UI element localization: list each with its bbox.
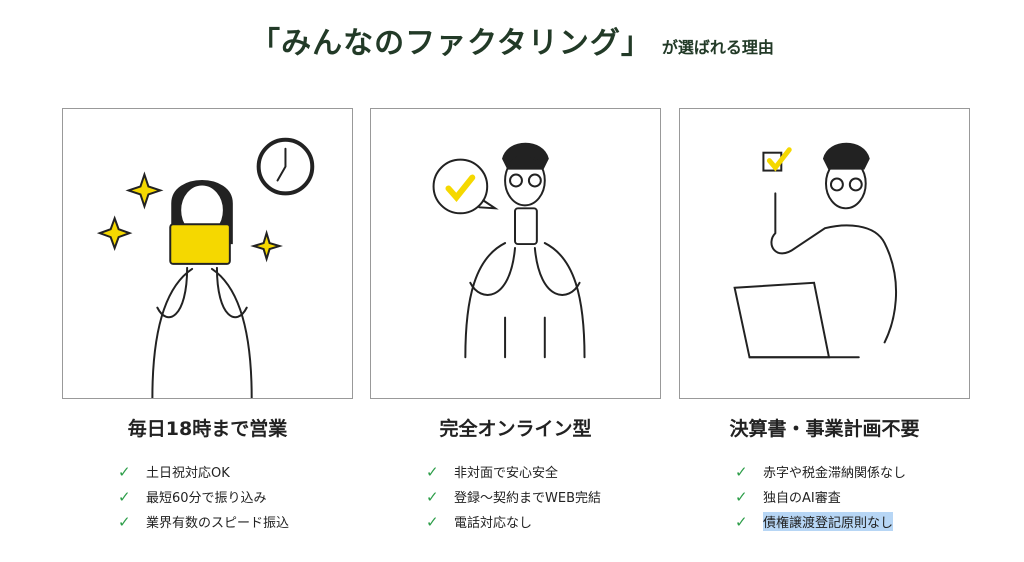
feature-online: 完全オンライン型 ✓非対面で安心安全 ✓登録～契約までWEB完結 ✓電話対応なし bbox=[370, 414, 661, 534]
feature-title: 毎日18時まで営業 bbox=[127, 418, 288, 440]
check-icon: ✓ bbox=[118, 487, 131, 506]
check-icon: ✓ bbox=[118, 462, 131, 481]
smartphone-icon bbox=[514, 207, 538, 246]
list-item: ✓非対面で安心安全 bbox=[426, 462, 559, 482]
list-item: ✓土日祝対応OK bbox=[118, 462, 230, 482]
laptop-icon bbox=[733, 281, 860, 359]
page-heading: 「みんなのファクタリング」が選ばれる理由 bbox=[0, 18, 1024, 62]
clock-icon bbox=[256, 137, 315, 196]
feature-title: 決算書・事業計画不要 bbox=[729, 418, 920, 440]
list-item: ✓最短60分で振り込み bbox=[118, 487, 267, 507]
heading-title: 「みんなのファクタリング」 bbox=[250, 26, 652, 61]
list-item: ✓赤字や税金滞納関係なし bbox=[735, 462, 907, 482]
illustration-business-hours bbox=[62, 108, 353, 399]
list-item: ✓ 債権譲渡登記原則なし bbox=[735, 509, 970, 534]
check-icon: ✓ bbox=[426, 512, 439, 531]
checkbox-icon bbox=[762, 147, 792, 172]
selected-text: 債権譲渡登記原則なし bbox=[763, 512, 894, 531]
list-item: ✓電話対応なし bbox=[426, 512, 533, 532]
check-icon: ✓ bbox=[735, 512, 748, 531]
tablet-icon bbox=[169, 223, 231, 265]
check-icon: ✓ bbox=[426, 487, 439, 506]
feature-title: 完全オンライン型 bbox=[439, 418, 592, 440]
check-bubble-icon bbox=[432, 158, 499, 215]
list-item: ✓登録～契約までWEB完結 bbox=[426, 487, 601, 507]
check-icon: ✓ bbox=[118, 512, 131, 531]
feature-business-hours: 毎日18時まで営業 ✓土日祝対応OK ✓最短60分で振り込み ✓業界有数のスピー… bbox=[62, 414, 353, 534]
list-item: ✓独自のAI審査 bbox=[735, 487, 841, 507]
sparkle-icon bbox=[96, 171, 283, 263]
check-icon: ✓ bbox=[735, 462, 748, 481]
check-icon: ✓ bbox=[735, 487, 748, 506]
list-item: ✓業界有数のスピード振込 bbox=[118, 512, 290, 532]
heading-subtitle: が選ばれる理由 bbox=[661, 38, 774, 57]
check-icon: ✓ bbox=[426, 462, 439, 481]
feature-no-documents: 決算書・事業計画不要 ✓赤字や税金滞納関係なし ✓独自のAI審査 ✓ 債権譲渡登記… bbox=[679, 414, 970, 534]
illustration-online bbox=[370, 108, 661, 399]
illustration-no-documents bbox=[679, 108, 970, 399]
